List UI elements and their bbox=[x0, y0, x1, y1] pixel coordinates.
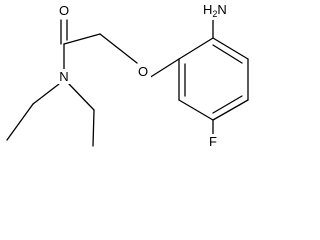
bonds bbox=[6, 19, 249, 147]
bond-oxygen-ring bbox=[148, 58, 180, 79]
bond-ring-inner-c4-c5 bbox=[212, 95, 243, 114]
bond-nitrogen-ethyl-left-2 bbox=[6, 103, 34, 141]
atom-labels: O N O H2N F bbox=[57, 2, 228, 149]
atom-amine-nitrogen: N bbox=[217, 2, 226, 17]
bond-nitrogen-ethyl-left-1 bbox=[32, 83, 60, 105]
bond-ring-c6-c1 bbox=[212, 37, 249, 60]
molecule-svg: O N O H2N F bbox=[6, 2, 249, 149]
bond-ring-c4-c5 bbox=[212, 99, 249, 121]
atom-oxygen-ether: O bbox=[138, 64, 148, 79]
bond-carbonyl-methylene bbox=[63, 33, 101, 45]
atom-amine-subscript: 2 bbox=[212, 9, 217, 19]
atom-oxygen-carbonyl: O bbox=[59, 3, 69, 18]
bond-methylene-oxygen bbox=[99, 33, 138, 64]
bond-ring-c1-c2 bbox=[178, 37, 214, 60]
atom-fluorine: F bbox=[209, 134, 217, 149]
structure-diagram: O N O H2N F bbox=[6, 2, 249, 149]
bond-nitrogen-ethyl-right-1 bbox=[68, 83, 95, 111]
bond-ring-c3-c4 bbox=[178, 99, 214, 121]
bond-nitrogen-ethyl-right-2 bbox=[92, 109, 95, 147]
atom-nitrogen-amide: N bbox=[59, 69, 68, 84]
atom-amine-hydrogen: H bbox=[203, 2, 212, 17]
bond-ring-inner-c1-c6 bbox=[212, 44, 243, 64]
atom-amine-group: H2N bbox=[203, 2, 227, 19]
